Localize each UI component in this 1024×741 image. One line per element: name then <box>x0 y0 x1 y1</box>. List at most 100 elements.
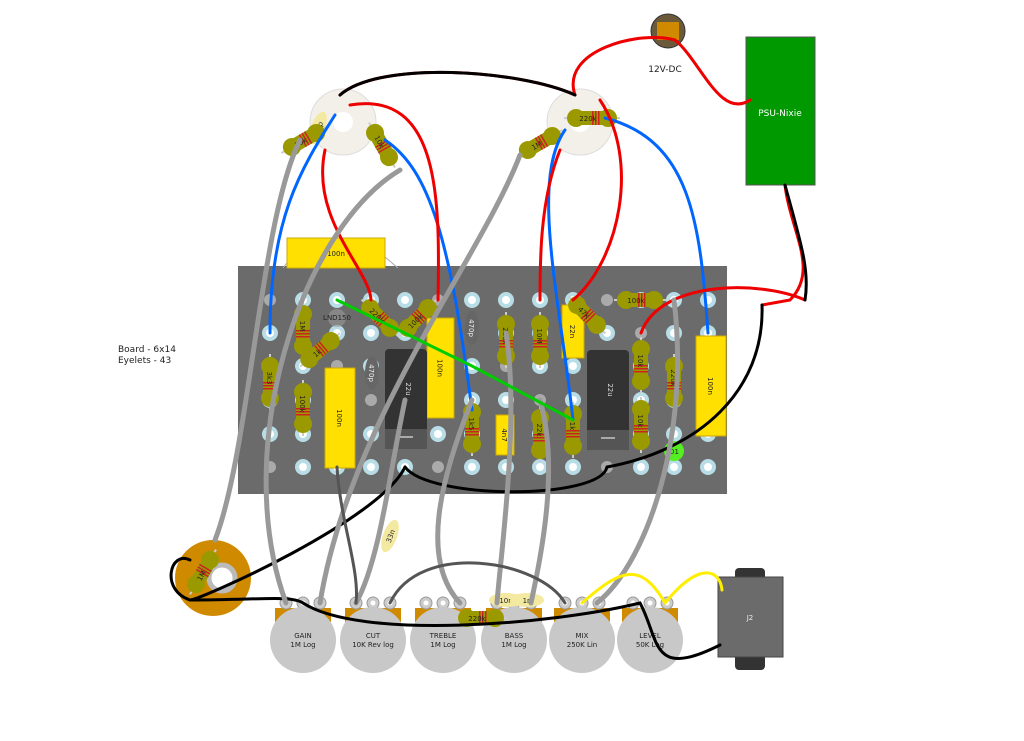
resistor[interactable]: 10k <box>361 118 403 172</box>
black-wire[interactable] <box>338 70 577 97</box>
resistor[interactable]: 1k5 <box>463 400 481 456</box>
capacitor-value: 1n <box>523 597 532 605</box>
green-wire[interactable] <box>335 298 575 422</box>
ceramic-capacitor[interactable]: 33n <box>378 518 403 555</box>
ceramic-capacitor[interactable]: 470p <box>465 311 479 345</box>
film-capacitor[interactable]: 100n <box>426 317 455 419</box>
board-size-label: Board - 6x14 <box>118 345 176 355</box>
dark-grey-wire[interactable] <box>388 561 567 605</box>
red-wire[interactable] <box>571 35 752 106</box>
resistor[interactable]: 1M <box>513 122 567 164</box>
red-wire[interactable] <box>321 148 373 302</box>
grey-wire[interactable] <box>494 330 514 606</box>
resistor-value: 3k3 <box>265 372 273 385</box>
resistor[interactable]: 1M <box>294 302 312 358</box>
black-wire[interactable] <box>783 183 808 302</box>
yellow-wire[interactable] <box>580 573 667 605</box>
resistor[interactable]: 10k <box>632 397 650 453</box>
capacitor-value: 100n <box>335 409 343 427</box>
lnd150-transistor[interactable]: LND150 <box>323 309 351 327</box>
resistor-value: 1k <box>568 422 576 431</box>
resistor[interactable]: 100k <box>294 380 312 436</box>
resistor[interactable]: 1k <box>294 326 345 373</box>
yellow-wire[interactable] <box>663 571 724 605</box>
grey-wire[interactable] <box>435 397 475 606</box>
pot-name: BASS <box>505 632 524 640</box>
grey-wire[interactable] <box>594 297 681 606</box>
resistor[interactable]: 1M <box>182 545 224 599</box>
film-capacitor[interactable]: 100n <box>286 237 386 269</box>
red-wire[interactable] <box>760 183 805 307</box>
capacitor-value: 100n <box>436 359 444 377</box>
red-wire[interactable] <box>639 286 807 335</box>
capacitor-value: 22u <box>606 383 614 396</box>
eyelet-hole <box>365 394 377 406</box>
black-wire[interactable] <box>301 601 722 660</box>
black-wire[interactable] <box>403 303 764 494</box>
resistor[interactable]: 100k <box>614 291 666 309</box>
pot-value: 1M Log <box>501 641 526 649</box>
red-wire[interactable] <box>348 102 440 302</box>
pot-value: 250K Lin <box>567 641 597 649</box>
pot-value: 1M Log <box>290 641 315 649</box>
black-wire[interactable] <box>188 596 305 605</box>
dark-grey-wire[interactable] <box>335 465 359 605</box>
ceramic-capacitor[interactable]: 470p <box>365 356 379 390</box>
red-wire[interactable] <box>538 148 562 302</box>
grey-wire[interactable] <box>353 397 408 606</box>
pot-value: 50K Log <box>636 641 664 649</box>
capacitor-value: 470p <box>467 319 475 337</box>
pot-name: TREBLE <box>429 632 457 640</box>
grey-wire[interactable] <box>263 167 403 606</box>
tube-socket-v1[interactable] <box>309 88 377 156</box>
grey-wire[interactable] <box>212 137 303 543</box>
resistor[interactable]: 10M <box>531 312 549 368</box>
resistor[interactable]: 220k <box>564 109 620 127</box>
black-wire[interactable] <box>169 465 407 602</box>
output-jack[interactable]: J2 <box>717 568 784 670</box>
input-jack[interactable] <box>175 540 251 616</box>
capacitor-value: 100n <box>706 377 714 395</box>
resistor-value: 1k5 <box>467 418 475 431</box>
pot-name: GAIN <box>294 632 312 640</box>
resistor-value: 22k <box>535 424 543 438</box>
film-capacitor[interactable]: 100n <box>695 335 727 437</box>
resistor-value: 100k <box>298 395 306 413</box>
resistor-value: 220k <box>669 369 677 387</box>
film-capacitor[interactable]: 100n <box>324 367 356 469</box>
resistor-value: 10M <box>535 329 543 344</box>
blue-wire[interactable] <box>547 128 575 422</box>
ceramic-capacitor[interactable]: 1n <box>510 593 544 607</box>
grey-wire[interactable] <box>317 152 523 606</box>
pot-value: 1M Log <box>430 641 455 649</box>
pot-name: LEVEL <box>639 632 661 640</box>
eyelet-hole <box>601 294 613 306</box>
output-jack-label: J2 <box>746 614 754 622</box>
capacitor-value: 4n7 <box>500 428 508 441</box>
resistor-value: 1M <box>298 321 306 332</box>
psu-module[interactable]: PSU-Nixie <box>745 36 816 186</box>
resistor-value: 220k <box>468 615 486 623</box>
red-wire[interactable] <box>571 98 623 302</box>
capacitor-value: 22u <box>404 382 412 395</box>
resistor-value: 10k <box>636 415 644 429</box>
capacitor-value: 10n <box>499 597 512 605</box>
grey-wire[interactable] <box>528 397 552 606</box>
resistor-value: 220k <box>579 115 597 123</box>
electrolytic-capacitor[interactable]: 22u <box>587 350 629 450</box>
diode-label: D1 <box>669 448 679 456</box>
dc-jack-label: 12V-DC <box>648 65 682 75</box>
blue-wire[interactable] <box>268 113 337 335</box>
transistor-label: LND150 <box>323 314 351 322</box>
capacitor-value: 470p <box>367 364 375 382</box>
resistor[interactable]: 10k <box>632 337 650 393</box>
psu-label: PSU-Nixie <box>758 109 802 119</box>
pot-name: MIX <box>576 632 589 640</box>
